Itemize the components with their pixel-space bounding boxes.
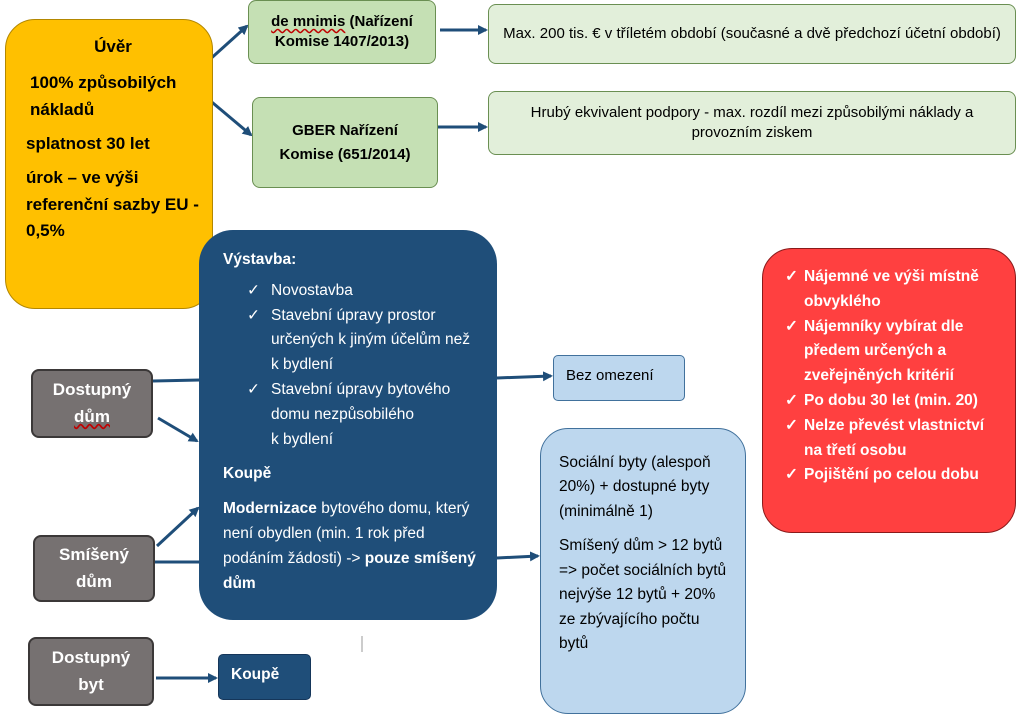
gber-detail-box: Hrubý ekvivalent podpory - max. rozdíl m… [488,91,1016,155]
de-minimis-word: de mnimis [271,13,346,31]
condition-item: ✓Nájemníky vybírat dle předem určených a… [785,315,1003,389]
mixed-house-rule: Smíšený dům > 12 bytů => počet sociálníc… [559,537,727,653]
arrow-loan-to-gber [206,96,253,137]
check-icon: ✓ [247,306,260,324]
condition-item: ✓Nelze převést vlastnictví na třetí osob… [785,414,1003,464]
mixed-house-line1: Smíšený [59,545,129,565]
loan-interest: úrok – ve výši referenční sazby EU - 0,5… [26,168,199,241]
conditions-box: ✓Nájemné ve výši místně obvyklého ✓Nájem… [762,248,1016,533]
modernization-text: Modernizace bytového domu, který není ob… [223,500,476,592]
arrow-loan-to-deminimis [205,24,249,64]
gber-label: GBER Nařízení Komise (651/2014) [279,121,411,163]
no-restriction-label: Bez omezení [566,367,654,384]
condition-item: ✓Po dobu 30 let (min. 20) [785,389,1003,414]
social-ratio-text: Sociální byty (alespoň 20%) + dostupné b… [559,454,711,520]
mixed-house-box: Smíšený dům [33,535,155,602]
arrow-smiseny-dum-to-block [155,506,200,548]
de-minimis-detail: Max. 200 tis. € v tříletém období (souča… [503,25,1001,43]
condition-item: ✓Nájemné ve výši místně obvyklého [785,265,1003,315]
loan-title: Úvěr [94,37,132,56]
affordable-house-line1: Dostupný [52,380,132,400]
condition-item: ✓Pojištění po celou dobu [785,463,1003,488]
loan-box: Úvěr 100% způsobilých nákladů splatnost … [5,19,213,309]
affordable-house-line2: dům [74,406,110,426]
purchase-heading: Koupě [223,465,272,483]
check-icon: ✓ [785,268,798,285]
de-minimis-box: de mnimis (Nařízení Komise 1407/2013) [248,0,436,64]
purchase-small-box: Koupě [218,654,311,700]
check-icon: ✓ [785,416,798,434]
no-restriction-box: Bez omezení [553,355,685,401]
mixed-house-line2: dům [76,571,112,591]
loan-maturity: splatnost 30 let [26,134,150,154]
arrow-dostupny-dum-line [152,378,201,383]
de-minimis-label: de mnimis (Nařízení Komise 1407/2013) [257,12,427,52]
purchase-small-label: Koupě [231,666,280,683]
affordable-flat-line2: byt [78,674,104,694]
construction-block: Výstavba: ✓Novostavba ✓Stavební úpravy p… [199,230,497,620]
check-icon: ✓ [247,281,260,299]
check-icon: ✓ [785,391,798,409]
check-icon: ✓ [785,466,798,484]
construction-list: ✓Novostavba ✓Stavební úpravy prostor urč… [247,279,479,453]
gber-box: GBER Nařízení Komise (651/2014) [252,97,438,188]
conditions-list: ✓Nájemné ve výši místně obvyklého ✓Nájem… [785,265,1003,488]
construction-item: ✓Stavební úpravy bytového domu nezpůsobi… [247,378,479,452]
construction-item: ✓Stavební úpravy prostor určených k jiný… [247,304,479,378]
check-icon: ✓ [785,317,798,335]
arrow-block-to-bez-omezeni [496,371,553,382]
de-minimis-detail-box: Max. 200 tis. € v tříletém období (souča… [488,4,1016,64]
construction-item: ✓Novostavba [247,279,479,304]
arrow-block-to-social [496,551,540,562]
arrow-dostupny-dum-to-block [157,416,199,443]
construction-heading: Výstavba: [223,251,297,268]
loan-coverage: 100% způsobilých nákladů [30,73,177,119]
de-minimis-regulation: (Nařízení Komise 1407/2013) [274,13,413,50]
affordable-house-box: Dostupný dům [31,369,153,438]
social-housing-box: Sociální byty (alespoň 20%) + dostupné b… [540,428,746,714]
check-icon: ✓ [247,380,260,398]
affordable-flat-box: Dostupný byt [28,637,154,706]
affordable-flat-line1: Dostupný [51,648,131,668]
gber-detail: Hrubý ekvivalent podpory - max. rozdíl m… [530,104,974,141]
